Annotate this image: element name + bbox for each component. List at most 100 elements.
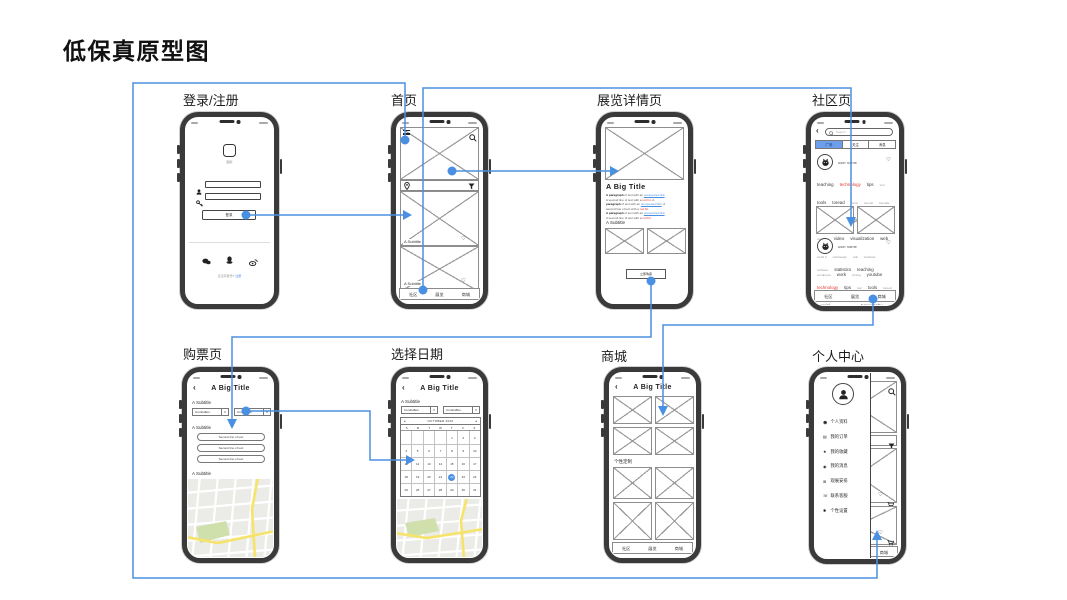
heart-icon[interactable]: ♡: [461, 236, 466, 242]
wechat-icon[interactable]: [202, 252, 211, 270]
calendar-day-cell[interactable]: [412, 431, 424, 444]
calendar-day-cell[interactable]: 16: [458, 457, 470, 470]
tag[interactable]: teaching: [817, 182, 834, 187]
tag[interactable]: statistics: [834, 267, 852, 272]
calendar-day-cell[interactable]: 22: [446, 470, 459, 483]
nav-tab[interactable]: 商城: [461, 292, 471, 297]
back-icon[interactable]: ‹: [816, 126, 819, 135]
nav-tab[interactable]: 社区: [824, 294, 833, 299]
exhibit-card[interactable]: [400, 191, 479, 246]
text-link[interactable]: unexpected link: [640, 202, 662, 206]
heart-icon[interactable]: ♡: [886, 157, 891, 163]
tag[interactable]: video: [833, 236, 845, 241]
qq-icon[interactable]: [226, 251, 233, 269]
combobox[interactable]: ComboBox ▾: [401, 406, 438, 414]
tag[interactable]: tutorials: [836, 304, 847, 305]
calendar-day-cell[interactable]: 6: [423, 444, 436, 457]
hero-image[interactable]: [400, 127, 479, 180]
map-image[interactable]: [397, 494, 482, 557]
calendar-day-cell[interactable]: 11: [401, 457, 413, 470]
tag[interactable]: tutorials: [878, 201, 890, 205]
tag[interactable]: typography: [861, 303, 883, 305]
avatar[interactable]: [817, 154, 833, 170]
tag[interactable]: tutorial: [817, 303, 830, 305]
tag[interactable]: software: [817, 268, 829, 272]
nav-tab[interactable]: 展览: [435, 292, 444, 297]
drawer-menu-item[interactable]: ★我的收藏: [823, 449, 848, 455]
buy-ticket-button[interactable]: 立即购票: [626, 269, 666, 279]
tag[interactable]: visualization: [850, 236, 875, 241]
heart-icon[interactable]: ♡: [461, 278, 466, 284]
tag[interactable]: toread: [883, 286, 892, 290]
text-link[interactable]: unexpected link: [643, 211, 665, 215]
calendar-next-icon[interactable]: ▸: [475, 419, 478, 423]
combobox[interactable]: ComboBox ▾: [234, 408, 271, 416]
avatar[interactable]: [817, 238, 833, 254]
calendar-day-cell[interactable]: 8: [446, 444, 459, 457]
cart-icon[interactable]: [887, 533, 895, 551]
search-icon[interactable]: [469, 129, 477, 147]
product-image[interactable]: [655, 427, 694, 455]
drawer-menu-item[interactable]: ◉我的消息: [823, 463, 848, 469]
map-image[interactable]: [188, 474, 273, 557]
drawer-menu-item[interactable]: ⊞观展安排: [823, 478, 848, 484]
selected-date[interactable]: 22: [448, 473, 456, 481]
text-link[interactable]: unexpected link: [643, 193, 665, 197]
product-image[interactable]: [613, 427, 652, 455]
calendar-day-cell[interactable]: 18: [401, 470, 413, 483]
community-tab[interactable]: 关注: [843, 141, 870, 148]
product-image[interactable]: [655, 502, 694, 540]
calendar-day-cell[interactable]: 2: [458, 431, 470, 444]
search-input[interactable]: Search: [825, 128, 893, 136]
calendar-day-cell[interactable]: 9: [458, 444, 470, 457]
product-image[interactable]: [613, 396, 652, 424]
tag[interactable]: teaching: [857, 267, 874, 272]
drawer-menu-item[interactable]: ☻个人资料: [823, 419, 848, 425]
login-button[interactable]: 登录: [202, 210, 256, 220]
calendar-day-cell[interactable]: 15: [446, 457, 459, 470]
calendar-day-cell[interactable]: 5: [412, 444, 424, 457]
tag[interactable]: tool: [879, 183, 885, 187]
nav-tab[interactable]: 商城: [879, 550, 889, 555]
location-bar[interactable]: [400, 180, 479, 191]
calendar-day-cell[interactable]: 19: [412, 470, 424, 483]
calendar-day-cell[interactable]: 3: [473, 435, 476, 440]
calendar-day-cell[interactable]: 30: [458, 483, 470, 496]
nav-tab[interactable]: 展览: [648, 546, 657, 551]
tag[interactable]: toread: [832, 200, 845, 205]
product-image[interactable]: [655, 467, 694, 499]
calendar-day-cell[interactable]: [401, 431, 413, 444]
calendar-day-cell[interactable]: 20: [423, 470, 436, 483]
calendar-day-cell[interactable]: 31: [469, 483, 480, 496]
ticket-option-pill[interactable]: Second line of text: [197, 433, 265, 441]
calendar-day-cell[interactable]: 26: [412, 483, 424, 496]
tag[interactable]: tips: [866, 182, 874, 187]
menu-icon[interactable]: [403, 130, 410, 136]
password-input[interactable]: [205, 193, 261, 200]
filter-icon[interactable]: [888, 437, 895, 455]
username-input[interactable]: [205, 181, 261, 188]
thumb-image[interactable]: [605, 228, 644, 254]
calendar-day-cell[interactable]: 29: [446, 483, 459, 496]
nav-tab[interactable]: 展览: [850, 294, 860, 299]
drawer-menu-item[interactable]: ☏联系客服: [823, 493, 848, 499]
product-image[interactable]: [613, 467, 652, 499]
calendar-day-cell[interactable]: 23: [458, 470, 470, 483]
heart-icon[interactable]: ♡: [886, 240, 891, 246]
nav-tab[interactable]: 社区: [408, 292, 418, 297]
tag[interactable]: tutorial: [863, 201, 873, 205]
product-image[interactable]: [613, 502, 652, 540]
calendar-day-cell[interactable]: 1: [447, 431, 459, 444]
nav-tab[interactable]: 社区: [621, 546, 631, 551]
ticket-option-pill[interactable]: Second line of text: [197, 444, 265, 452]
community-tab[interactable]: 消息: [878, 143, 886, 147]
tag[interactable]: web: [880, 236, 889, 241]
calendar-day-cell[interactable]: 13: [423, 457, 436, 470]
post-image[interactable]: [816, 206, 854, 234]
calendar-day-cell[interactable]: 28: [435, 483, 447, 496]
combobox[interactable]: ComboBox ▾: [192, 408, 229, 416]
calendar-day-cell[interactable]: 12: [412, 457, 424, 470]
calendar-day-cell[interactable]: 7: [435, 444, 447, 457]
tag[interactable]: technology: [839, 182, 861, 187]
search-icon[interactable]: [888, 383, 896, 401]
